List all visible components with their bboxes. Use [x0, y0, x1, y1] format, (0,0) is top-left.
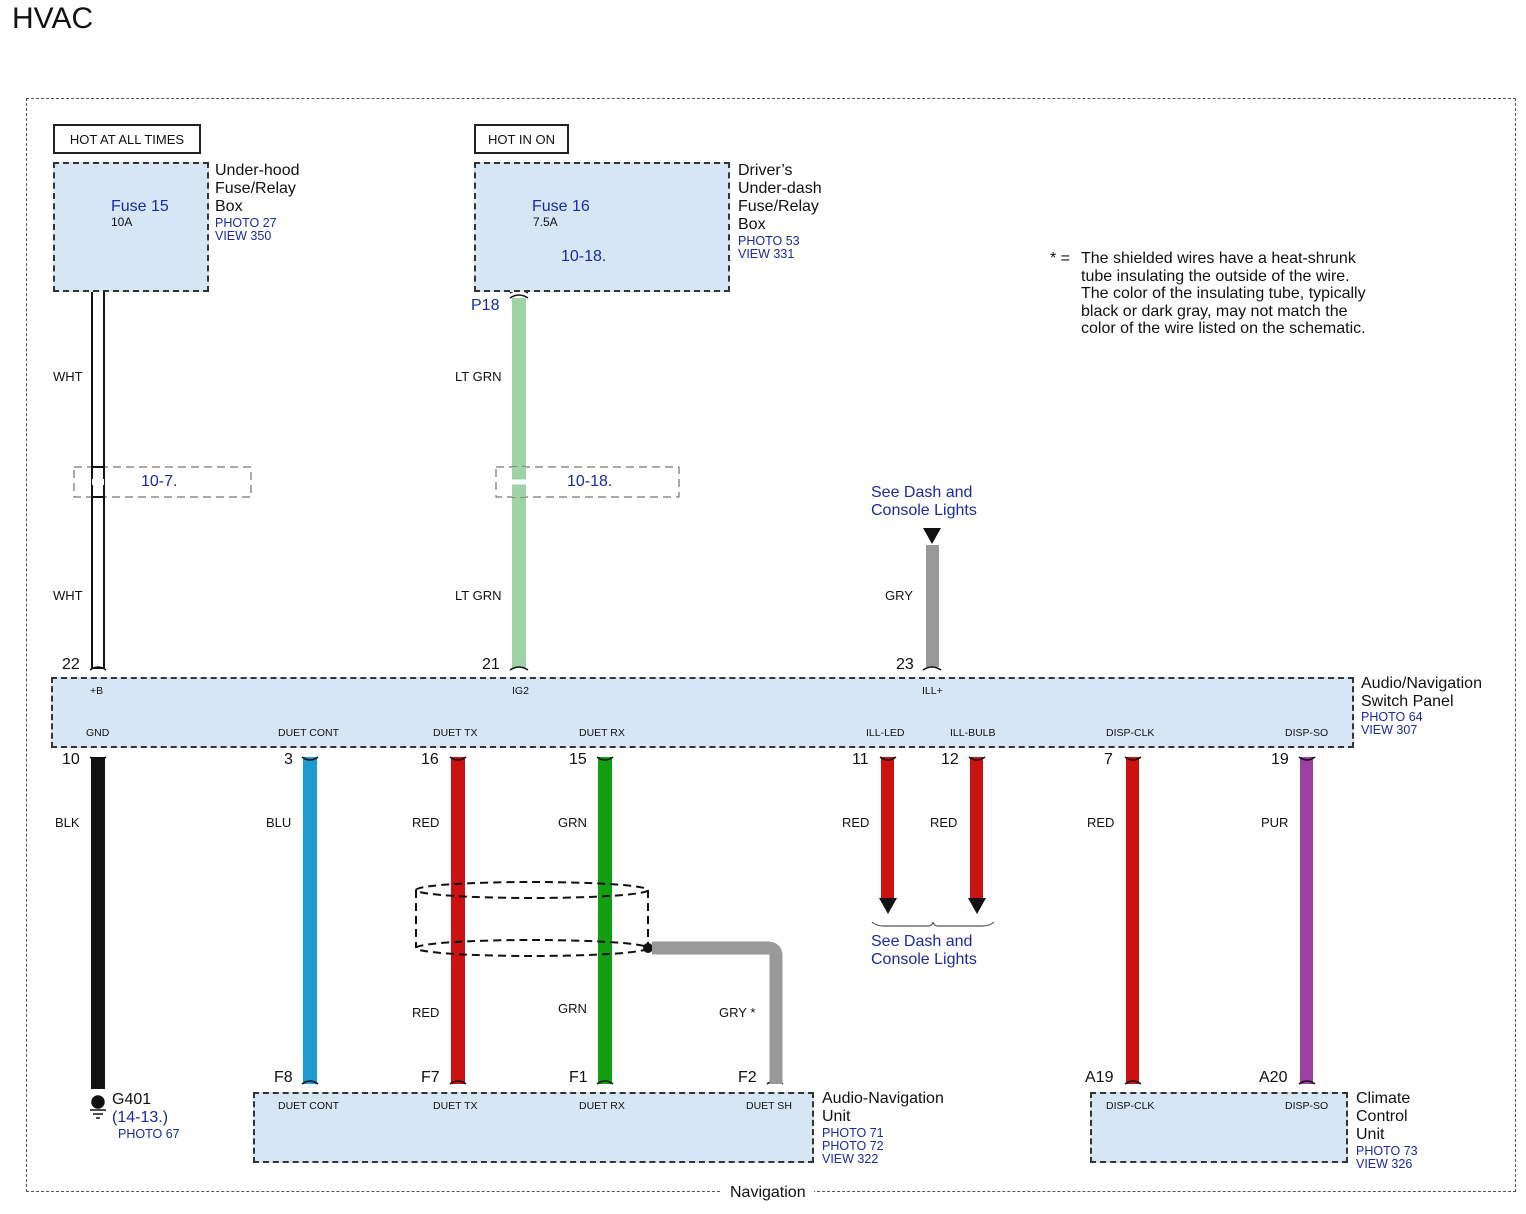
pin-15: 15: [569, 751, 587, 768]
pin-f7: F7: [421, 1069, 440, 1086]
splice-box-2: [495, 466, 680, 498]
fuse-16-rating: 7.5A: [533, 215, 558, 229]
panel-bottom-wires[interactable]: [91, 757, 1313, 1089]
pin-3: 3: [284, 751, 293, 768]
fuse-15-rating: 10A: [111, 215, 133, 229]
pin-11: 11: [852, 751, 869, 768]
term-duet-cont: DUET CONT: [278, 727, 340, 739]
wire-label-pur: PUR: [1261, 815, 1289, 830]
wire-label-wht-2: WHT: [53, 588, 83, 603]
wire-label-blu: BLU: [266, 815, 292, 830]
unit-term-disp-clk: DISP-CLK: [1106, 1100, 1155, 1112]
term-disp-so: DISP-SO: [1285, 727, 1329, 739]
branch-ref-link[interactable]: 10-18.: [561, 248, 607, 265]
wire-label-grn-lower: GRN: [558, 1001, 587, 1016]
shield-symbol: [415, 881, 649, 957]
wire-label-blk: BLK: [55, 815, 80, 830]
wire-label-ltgrn-1: LT GRN: [455, 369, 502, 384]
pin-7: 7: [1104, 751, 1113, 768]
wire-gry-ill[interactable]: [923, 528, 941, 667]
pin-19: 19: [1271, 751, 1289, 768]
pin-f8: F8: [274, 1069, 293, 1086]
wire-label-gry: GRY: [885, 588, 913, 603]
pin-f2: F2: [738, 1069, 757, 1086]
wire-label-red-lower: RED: [412, 1005, 440, 1020]
term-disp-clk: DISP-CLK: [1106, 727, 1155, 739]
pin-12: 12: [941, 751, 959, 768]
term-ill-led: ILL-LED: [866, 727, 905, 739]
unit-term-duet-sh: DUET SH: [746, 1100, 792, 1112]
hot-at-all-times-label: HOT AT ALL TIMES: [53, 124, 201, 154]
term-plus-b: +B: [90, 685, 104, 697]
underhood-fuse-box[interactable]: [53, 162, 209, 292]
wire-label-grn-rx: GRN: [558, 815, 587, 830]
underdash-fuse-box[interactable]: [474, 162, 730, 292]
fuse-16-label: Fuse 16: [532, 198, 590, 215]
pin-10: 10: [62, 751, 80, 768]
wire-label-wht-1: WHT: [53, 369, 83, 384]
term-ill-bulb: ILL-BULB: [950, 727, 996, 739]
term-ig2: IG2: [512, 685, 529, 697]
unit-term-disp-so: DISP-SO: [1285, 1100, 1329, 1112]
unit-term-duet-cont: DUET CONT: [278, 1100, 340, 1112]
audio-navigation-unit[interactable]: [253, 1092, 814, 1163]
pin-23: 23: [896, 656, 914, 673]
wire-gry-shield[interactable]: [652, 941, 783, 1084]
pin-f1: F1: [569, 1069, 588, 1086]
pin-16: 16: [421, 751, 439, 768]
ground-icon: [90, 1095, 106, 1119]
pin-a19: A19: [1085, 1069, 1114, 1086]
top-connector-caps: [89, 666, 942, 671]
splice-ref-10-18[interactable]: 10-18.: [567, 473, 613, 490]
wire-label-red-ill-bulb: RED: [930, 815, 958, 830]
page-title: HVAC: [12, 2, 94, 35]
term-duet-rx: DUET RX: [579, 727, 625, 739]
term-gnd: GND: [86, 727, 110, 739]
ground-ref-link[interactable]: (14-13.): [112, 1109, 169, 1126]
wire-label-gry-shield: GRY *: [719, 1005, 756, 1020]
ground-g401: G401: [112, 1091, 152, 1108]
splice-ref-10-7[interactable]: 10-7.: [141, 473, 178, 490]
ground-photo-ref[interactable]: PHOTO 67: [118, 1127, 180, 1141]
unit-term-duet-tx: DUET TX: [433, 1100, 478, 1112]
climate-control-unit[interactable]: [1090, 1092, 1348, 1163]
footer-label: Navigation: [722, 1184, 814, 1202]
pin-a20: A20: [1259, 1069, 1288, 1086]
hot-in-on-label: HOT IN ON: [474, 124, 569, 154]
wire-label-red-ill-led: RED: [842, 815, 870, 830]
fuse-15-label: Fuse 15: [111, 198, 169, 215]
term-ill-plus: ILL+: [922, 685, 943, 697]
wire-label-red-disp-clk: RED: [1087, 815, 1115, 830]
unit-term-duet-rx: DUET RX: [579, 1100, 625, 1112]
wire-label-red-tx: RED: [412, 815, 440, 830]
note-mark: * =: [1050, 250, 1071, 267]
ill-bracket: [871, 921, 995, 927]
audio-nav-switch-panel[interactable]: [51, 677, 1354, 748]
term-duet-tx: DUET TX: [433, 727, 478, 739]
pin-22: 22: [62, 656, 80, 673]
pin-21: 21: [482, 656, 500, 673]
wire-label-ltgrn-2: LT GRN: [455, 588, 502, 603]
connector-p18: P18: [471, 297, 500, 314]
